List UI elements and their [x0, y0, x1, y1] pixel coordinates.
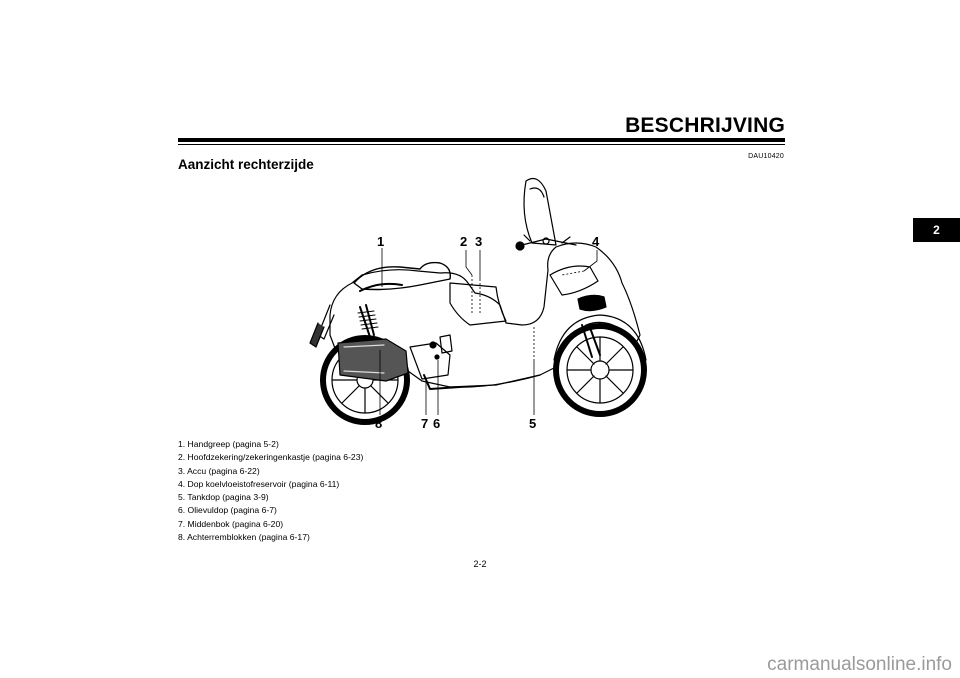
- legend-item: 4. Dop koelvloeistofreservoir (pagina 6-…: [178, 478, 340, 489]
- muffler: [337, 338, 409, 382]
- header-rule: [178, 138, 785, 142]
- callout-4: 4: [592, 234, 600, 249]
- chapter-tab-label: 2: [933, 223, 940, 237]
- document-code: DAU10420: [748, 153, 784, 160]
- callout-8: 8: [375, 416, 382, 431]
- header-rule-thin: [178, 144, 785, 145]
- page-title: BESCHRIJVING: [625, 114, 785, 137]
- callout-3: 3: [475, 234, 482, 249]
- legend-item: 5. Tankdop (pagina 3-9): [178, 492, 269, 503]
- legend-item: 8. Achterremblokken (pagina 6-17): [178, 532, 310, 543]
- chapter-tab[interactable]: 2: [913, 218, 960, 242]
- scooter-body: [329, 242, 641, 388]
- front-wheel: [553, 314, 647, 417]
- legend-item: 7. Middenbok (pagina 6-20): [178, 518, 284, 529]
- legend-item: 2. Hoofdzekering/zekeringenkastje (pagin…: [178, 452, 364, 463]
- windscreen: [523, 178, 557, 246]
- section-title: Aanzicht rechterzijde: [178, 157, 314, 172]
- scooter-seat: [353, 261, 451, 291]
- leader-2: [465, 250, 473, 276]
- parts-legend: 1. Handgreep (pagina 5-2) 2. Hoofdzekeri…: [178, 438, 363, 544]
- legend-item: 3. Accu (pagina 6-22): [178, 465, 260, 476]
- legend-item: 1. Handgreep (pagina 5-2): [178, 439, 279, 449]
- leader-4: [583, 250, 598, 272]
- callout-5: 5: [529, 416, 536, 431]
- leader-4-dotted: [561, 270, 585, 276]
- callout-6: 6: [433, 416, 440, 431]
- page-number: 2-2: [473, 559, 487, 569]
- callout-7: 7: [421, 416, 428, 431]
- legend-item: 6. Olievuldop (pagina 6-7): [178, 505, 277, 516]
- footer-watermark[interactable]: carmanualsonline.info: [767, 654, 952, 675]
- scooter-illustration: 1 2 3 4 5 6 7 8: [309, 178, 647, 431]
- callout-2: 2: [460, 234, 467, 249]
- callout-1: 1: [377, 234, 384, 249]
